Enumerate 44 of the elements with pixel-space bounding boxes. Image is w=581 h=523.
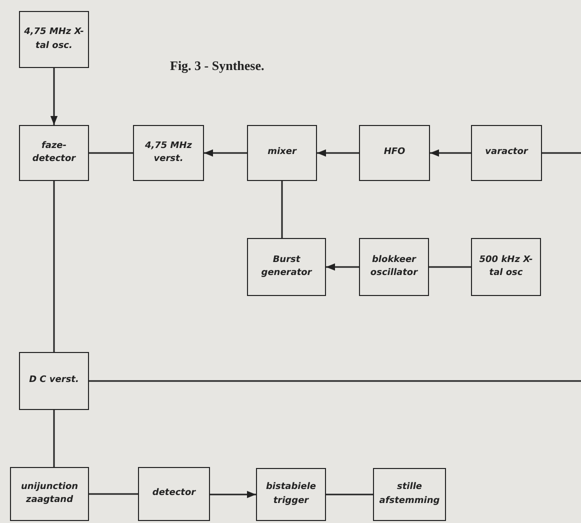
- block-box: [10, 467, 89, 521]
- block-box: [19, 11, 89, 68]
- block-label: Burst generator: [260, 254, 314, 280]
- block-box: [138, 467, 210, 521]
- arrow: [326, 263, 359, 271]
- block-label: bistabiele trigger: [264, 481, 318, 508]
- block-label: blokkeer oscillator: [369, 254, 419, 280]
- block-label: mixer: [266, 146, 298, 160]
- connector-line: [53, 410, 55, 467]
- arrow: [204, 149, 247, 157]
- block-box: [373, 468, 446, 521]
- connector-line: [281, 181, 283, 238]
- block-box: [133, 125, 204, 181]
- connector-line: [326, 494, 373, 496]
- block-label: faze- detector: [31, 140, 77, 166]
- block-box: [247, 125, 317, 181]
- block-box: [471, 238, 541, 296]
- block-label: D C verst.: [28, 374, 80, 388]
- arrow: [210, 490, 256, 498]
- block-box: [247, 238, 326, 296]
- block-label: detector: [151, 487, 197, 500]
- block-box: [256, 468, 326, 521]
- figure-caption: Fig. 3 - Synthese.: [170, 58, 264, 74]
- block-label: HFO: [382, 146, 406, 160]
- block-label: 500 kHz X-tal osc: [478, 254, 534, 280]
- block-label: stille afstemming: [378, 481, 441, 508]
- block-box: [359, 238, 429, 296]
- arrow: [430, 149, 471, 157]
- block-label: varactor: [484, 146, 530, 160]
- connector-line: [89, 380, 581, 382]
- block-box: [359, 125, 430, 181]
- block-label: 4,75 MHz verst.: [144, 140, 194, 166]
- arrow: [317, 149, 359, 157]
- connector-line: [542, 152, 581, 154]
- connector-line: [89, 493, 138, 495]
- connector-line: [89, 152, 133, 154]
- connector-line: [429, 266, 471, 268]
- block-box: [19, 352, 89, 410]
- block-label: 4,75 MHz X-tal osc.: [23, 26, 85, 52]
- block-box: [471, 125, 542, 181]
- block-label: unijunction zaagtand: [20, 480, 80, 507]
- connector-line: [53, 181, 55, 352]
- arrow: [50, 68, 58, 125]
- block-box: [19, 125, 89, 181]
